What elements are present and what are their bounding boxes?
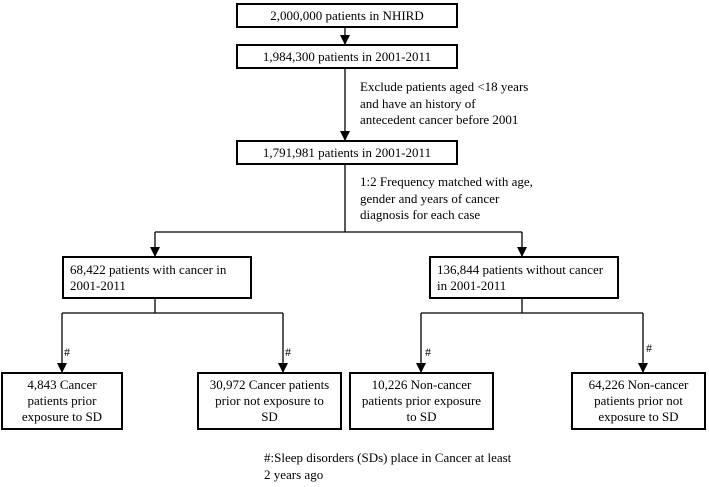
box-cancer-no-sd-label: 30,972 Cancer patients prior not exposur…	[209, 377, 330, 424]
box-noncancer-no-sd-label: 64,226 Non-cancer patients prior not exp…	[588, 377, 689, 424]
hash-marker-noncancer-sd: #	[425, 345, 431, 359]
box-period-all: 1,984,300 patients in 2001-2011	[236, 44, 458, 69]
box-with-cancer-label: 68,422 patients with cancer in 2001-2011	[70, 261, 227, 293]
box-period-adult-label: 1,791,981 patients in 2001-2011	[262, 144, 432, 160]
box-noncancer-no-sd: 64,226 Non-cancer patients prior not exp…	[571, 372, 706, 430]
box-cancer-sd-label: 4,843 Cancer patients prior exposure to …	[21, 377, 103, 424]
exclude-note: Exclude patients aged <18 years and have…	[360, 79, 529, 127]
box-noncancer-sd-label: 10,226 Non-cancer patients prior exposur…	[361, 377, 482, 424]
box-period-adult: 1,791,981 patients in 2001-2011	[236, 140, 458, 165]
footnote: #:Sleep disorders (SDs) place in Cancer …	[264, 450, 512, 482]
hash-marker-noncancer-no-sd: #	[646, 341, 652, 355]
box-with-cancer: 68,422 patients with cancer in 2001-2011	[62, 256, 252, 299]
hash-marker-cancer-no-sd: #	[285, 345, 291, 359]
box-cancer-no-sd: 30,972 Cancer patients prior not exposur…	[197, 372, 342, 430]
hash-marker-cancer-sd: #	[64, 345, 70, 359]
box-without-cancer-label: 136,844 patients without cancer in 2001-…	[437, 261, 604, 293]
box-without-cancer: 136,844 patients without cancer in 2001-…	[429, 256, 619, 299]
box-nhird: 2,000,000 patients in NHIRD	[236, 3, 458, 28]
box-nhird-label: 2,000,000 patients in NHIRD	[270, 7, 424, 23]
box-noncancer-sd: 10,226 Non-cancer patients prior exposur…	[349, 372, 494, 430]
box-cancer-sd: 4,843 Cancer patients prior exposure to …	[1, 372, 123, 430]
match-note: 1:2 Frequency matched with age, gender a…	[360, 174, 533, 222]
box-period-all-label: 1,984,300 patients in 2001-2011	[262, 48, 432, 64]
